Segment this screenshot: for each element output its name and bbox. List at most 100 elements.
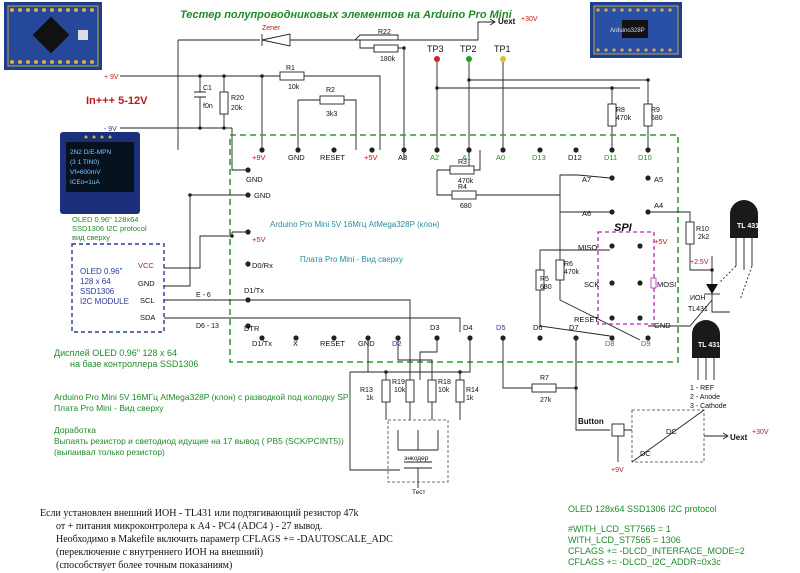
oled-screen-line-1: 2N2 D/E-MPN <box>70 149 111 156</box>
spi-gnd: GND <box>654 321 671 330</box>
module-scl: SCL <box>140 296 155 305</box>
tl431-bottom-label: TL 431 <box>698 342 720 349</box>
pin-gnd-left-1: GND <box>246 175 263 184</box>
pin-d10: D10 <box>638 153 652 162</box>
cfg-line-3: CFLAGS += -DLCD_INTERFACE_MODE=2 <box>568 546 745 556</box>
r13-value: 1k <box>366 395 374 402</box>
tl431-top-label: TL 431 <box>737 223 759 230</box>
pin-a6: A6 <box>582 209 591 218</box>
left-note-4: Доработка <box>54 425 96 435</box>
uext-top-label: Uext <box>498 17 516 26</box>
pin-a1: A1 <box>462 153 471 162</box>
pin-d12: D12 <box>568 153 582 162</box>
dc-label-2: DC <box>640 449 651 458</box>
bottom-note-1: Если установлен внешний ИОН - TL431 или … <box>40 508 359 519</box>
oled-screen-line-4: ICEo=1uA <box>70 179 100 186</box>
r3-label: R3 <box>458 159 467 166</box>
plus9v-bottom-label: +9V <box>611 467 624 474</box>
pin-plus5v-left: +5V <box>252 235 266 244</box>
oled-module-box <box>71 243 165 333</box>
ion-label: ИОН <box>690 295 706 302</box>
module-line-3: SSD1306 <box>80 287 115 296</box>
plus30v-bottom-label: +30V <box>752 429 769 436</box>
pin-reset-bottom: RESET <box>320 339 345 348</box>
r2-value: 3k3 <box>326 111 337 118</box>
tl-legend-2: 2 - Anode <box>690 394 720 401</box>
pin-d8: D8 <box>605 339 615 348</box>
pin-d0rx: D0/Rx <box>252 261 273 270</box>
pin-d1tx: D1/Tx <box>244 286 264 295</box>
v25-label: +2.5V <box>690 259 709 266</box>
tp3-label: TP3 <box>427 44 444 54</box>
pin-d4: D4 <box>463 323 473 332</box>
r9-label: R9 <box>651 107 660 114</box>
pin-plus9v: +9V <box>252 153 266 162</box>
page-title: Тестер полупроводниковых элементов на Ar… <box>180 9 513 21</box>
pin-d7: D7 <box>569 323 579 332</box>
r22-label: R22 <box>378 29 391 36</box>
output-stage <box>502 338 729 463</box>
bottom-pin-row <box>259 335 651 341</box>
button-label: Button <box>578 417 604 426</box>
test-label: Тест <box>412 489 425 496</box>
r20-value: 20k <box>231 105 243 112</box>
right-inner-pins <box>560 174 691 222</box>
arduino-board-photo-right: Arduino328P <box>590 2 682 58</box>
r8-label: R8 <box>616 107 625 114</box>
tl431-package-bottom <box>692 320 720 380</box>
pin-d2: D2 <box>392 339 402 348</box>
ion-tl431-label: TL431 <box>688 306 708 313</box>
tl-legend-1: 1 - REF <box>690 385 714 392</box>
r1-label: R1 <box>286 65 295 72</box>
uext-top-arrow <box>478 18 496 26</box>
left-note-2: Плата Pro Mini - Вид сверху <box>54 403 164 413</box>
r6-label: R6 <box>564 261 573 268</box>
r7-value: 27k <box>540 397 552 404</box>
pin-a3: A3 <box>398 153 407 162</box>
bottom-note-2: от + питания микроконтролера к A4 - PC4 … <box>56 521 322 532</box>
spi-miso: MISO <box>578 243 597 252</box>
oled-screen-line-3: Vf=600mV <box>70 169 101 176</box>
r18-label: R18 <box>438 379 451 386</box>
c1-label: C1 <box>203 85 212 92</box>
left-note-6: (выпаивал только резистор) <box>54 447 165 457</box>
r5-label: R5 <box>540 276 549 283</box>
cfg-line-2: WITH_LCD_ST7565 = 1306 <box>568 535 681 545</box>
r19-value: 10k <box>394 387 406 394</box>
r7-label: R7 <box>540 375 549 382</box>
pin-gnd-left-2: GND <box>254 191 271 200</box>
r13-label: R13 <box>360 387 373 394</box>
tp1-label: TP1 <box>494 44 511 54</box>
zener-label: Zener <box>262 25 281 32</box>
pin-reset-top: RESET <box>320 153 345 162</box>
cfg-line-1: #WITH_LCD_ST7565 = 1 <box>568 524 671 534</box>
oled-caption-2: SSD1306 I2C protocol <box>72 224 147 233</box>
module-sda: SDA <box>140 313 155 322</box>
module-line-2: 128 x 64 <box>80 277 111 286</box>
spi-reset: RESET <box>574 315 599 324</box>
r5-value: 680 <box>540 284 552 291</box>
top-wiring <box>120 22 653 200</box>
tp2-label: TP2 <box>460 44 477 54</box>
oled-caption-1: OLED 0.96" 128x64 <box>72 215 138 224</box>
r9-value: 680 <box>651 115 663 122</box>
r10-label: R10 <box>696 226 709 233</box>
encoder-label: энкодер <box>404 455 429 462</box>
input-voltage-label: In+++ 5-12V <box>86 95 148 107</box>
pin-a7: A7 <box>582 175 591 184</box>
r4-value: 680 <box>460 203 472 210</box>
left-note-1: Arduino Pro Mini 5V 16МГц AtMega328P (кл… <box>54 392 351 402</box>
r5-r6-wiring <box>535 195 641 341</box>
bottom-note-3: Необходимо в Makefile включить параметр … <box>56 534 393 545</box>
pin-a0: A0 <box>496 153 505 162</box>
c1-value: f0n <box>203 103 213 110</box>
r6-value: 470k <box>564 269 580 276</box>
r1-value: 10k <box>288 84 300 91</box>
spi-5v: +5V <box>654 237 668 246</box>
board-label-1: Arduino Pro Mini 5V 16Мгц AtMega328P (кл… <box>270 220 440 229</box>
r14-label: R14 <box>466 387 479 394</box>
board-chip-label: Arduino328P <box>610 28 645 34</box>
oled-display-photo: 2N2 D/E-MPN (3 1 TIN0) Vf=600mV ICEo=1uA <box>60 132 140 214</box>
minus9v-label: - 9V <box>104 126 117 133</box>
e6-label: E - 6 <box>196 292 211 299</box>
